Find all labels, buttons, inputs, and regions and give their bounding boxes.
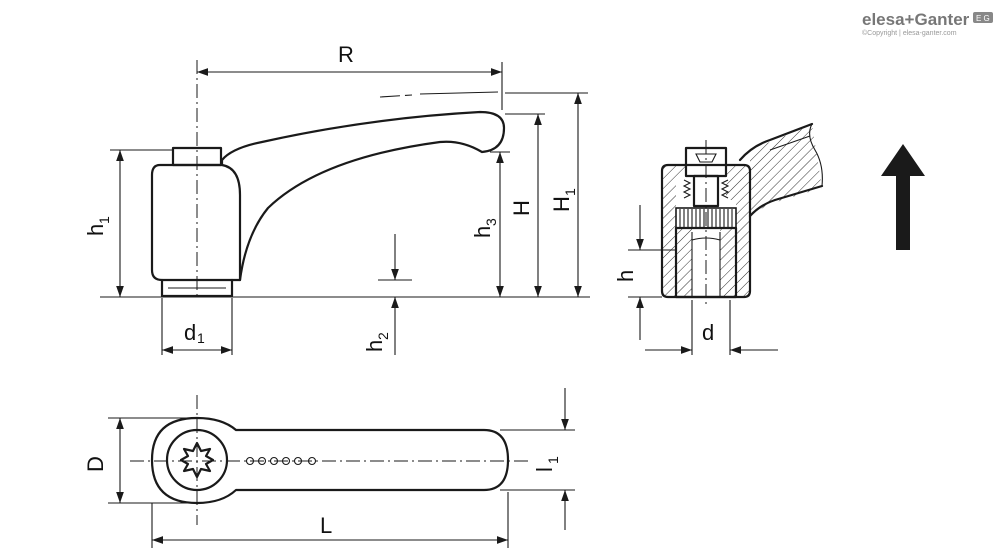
- label-h3-sub: 3: [483, 218, 499, 226]
- brand-logo-text: elesa+Ganter: [862, 10, 970, 29]
- brand-copyright: ©Copyright | elesa-ganter.com: [862, 29, 957, 37]
- label-H1-sub: 1: [562, 188, 578, 196]
- dimension-D: D: [83, 417, 190, 504]
- dimension-l1: l 1: [500, 388, 575, 530]
- dimension-L: L: [151, 492, 509, 548]
- label-d1: d: [184, 320, 196, 345]
- label-d: d: [702, 320, 714, 345]
- side-view-lever: [100, 60, 590, 300]
- phantom-line: [379, 94, 413, 98]
- phantom-line-b: [419, 91, 499, 95]
- label-l1-sub: 1: [545, 456, 561, 464]
- brand-badge-icon: [973, 12, 993, 23]
- knurl-lines: [679, 209, 733, 227]
- lever-arm-outline: [220, 110, 506, 282]
- brand-logo: elesa+Ganter E G ©Copyright | elesa-gant…: [862, 10, 993, 37]
- brand-badge-text: E G: [976, 14, 990, 23]
- top-view-lever: [130, 395, 530, 525]
- top-outline: [150, 416, 510, 505]
- label-h3: h: [470, 226, 495, 238]
- lever-hub-outline: [150, 163, 242, 282]
- dimension-R: R: [197, 42, 502, 76]
- label-h1: h: [83, 224, 108, 236]
- label-h2: h: [362, 340, 387, 352]
- torx-socket-icon: [695, 153, 717, 163]
- label-R: R: [338, 42, 354, 67]
- dimension-h3: h 3: [470, 152, 504, 297]
- spring: [682, 179, 730, 199]
- dimension-H: H: [509, 114, 542, 297]
- dimension-d1: d 1: [162, 320, 232, 354]
- label-d1-sub: 1: [197, 330, 205, 346]
- dimension-h2: h 2: [362, 234, 412, 355]
- up-arrow-icon: [881, 144, 925, 250]
- dimension-h: h: [613, 205, 676, 340]
- dimension-h1: h 1: [83, 150, 124, 297]
- label-h: h: [613, 270, 638, 282]
- label-H: H: [509, 200, 534, 216]
- label-h2-sub: 2: [375, 332, 391, 340]
- section-arm-break: [809, 123, 823, 187]
- dimension-H1: H 1: [549, 93, 582, 297]
- section-arm-bottom: [748, 184, 824, 218]
- section-arm-top: [738, 122, 814, 162]
- label-l1: l: [532, 467, 557, 472]
- section-view: [660, 122, 824, 305]
- section-hub-outline: [660, 163, 752, 299]
- dimension-d: d: [645, 300, 778, 355]
- label-h1-sub: 1: [96, 216, 112, 224]
- label-D: D: [83, 456, 108, 472]
- label-L: L: [320, 513, 332, 538]
- label-H1: H: [549, 196, 574, 212]
